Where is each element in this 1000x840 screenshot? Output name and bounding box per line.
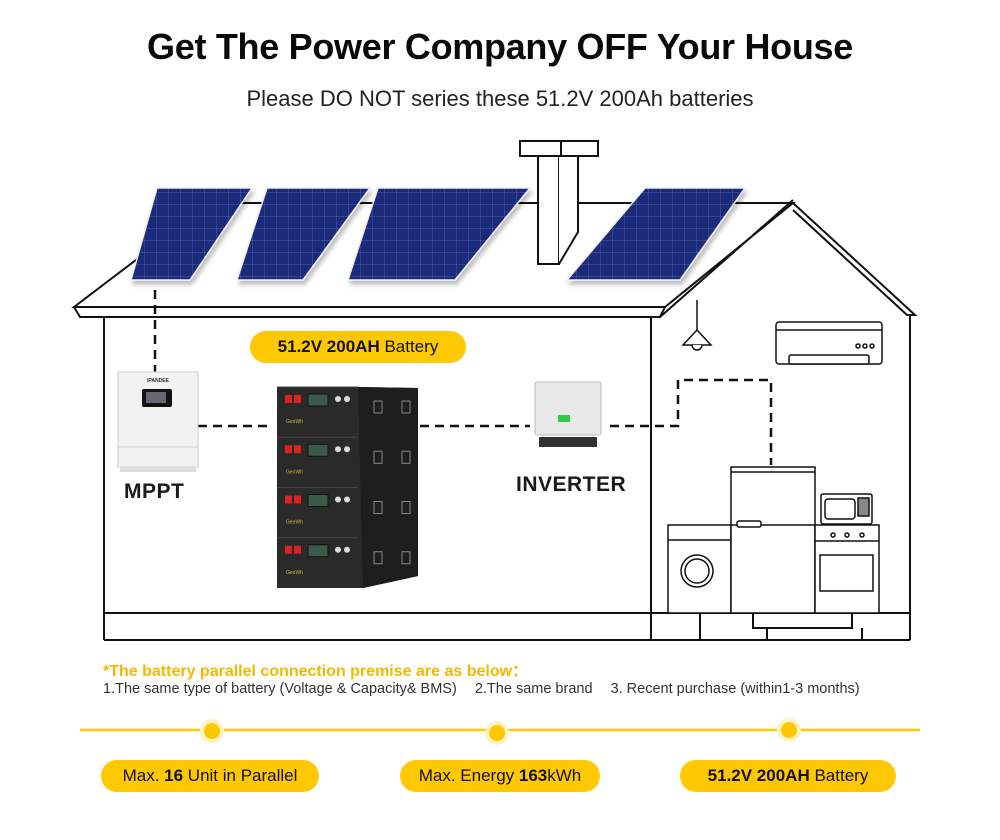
mppt-brand: IPANDEE	[147, 378, 170, 384]
feature-battery-spec: 51.2V 200AH Battery	[680, 760, 896, 792]
inverter-device	[534, 381, 602, 447]
chimney	[519, 140, 599, 265]
premise-item: 1.The same type of battery (Voltage & Ca…	[103, 681, 457, 697]
premise-item: 2.The same brand	[474, 681, 593, 697]
solar-panel	[130, 187, 254, 281]
battery-badge-text: Battery	[384, 337, 439, 356]
battery-badge: 51.2V 200AH Battery	[250, 331, 466, 363]
svg-text:GeoWh: GeoWh	[286, 520, 303, 526]
feature-prefix: Max. Energy	[418, 766, 519, 785]
svg-text:GeoWh: GeoWh	[286, 469, 303, 475]
feature-max-energy: Max. Energy 163kWh	[400, 760, 600, 792]
mppt-label: MPPT	[124, 480, 185, 503]
solar-panel	[346, 187, 532, 281]
battery-badge-bold: 51.2V 200AH	[277, 337, 380, 356]
solar-panel	[565, 187, 747, 281]
solar-panel	[235, 187, 372, 281]
air-conditioner-icon	[775, 321, 883, 365]
washing-machine-icon	[667, 524, 732, 614]
svg-text:GeoWh: GeoWh	[286, 419, 303, 425]
premise-list: 1.The same type of battery (Voltage & Ca…	[103, 681, 874, 697]
feature-value: 16	[164, 766, 184, 785]
svg-text:GeoWh: GeoWh	[286, 570, 303, 576]
inverter-label: INVERTER	[516, 473, 627, 496]
feature-max-units: Max. 16 Unit in Parallel	[101, 760, 319, 792]
premise-heading: *The battery parallel connection premise…	[103, 663, 529, 680]
refrigerator-icon	[730, 466, 816, 614]
microwave-icon	[820, 493, 873, 525]
feature-value: 51.2V 200AH	[707, 766, 810, 785]
feature-value: 163	[518, 766, 548, 785]
feature-timeline	[80, 718, 920, 745]
solar-panels	[130, 187, 747, 281]
ceiling-lamp-icon	[681, 300, 713, 351]
page-title: Get The Power Company OFF Your House	[147, 26, 853, 67]
feature-suffix: Unit in Parallel	[183, 766, 298, 785]
stove-oven-icon	[814, 524, 880, 614]
wiring	[153, 290, 773, 465]
house-walls	[103, 315, 911, 641]
battery-module: GeoWh	[277, 436, 411, 475]
feature-suffix: kWh	[547, 766, 582, 785]
mppt-device: IPANDEE	[117, 371, 199, 472]
page-subtitle: Please DO NOT series these 51.2V 200Ah b…	[246, 86, 754, 111]
battery-module: GeoWh	[277, 487, 411, 526]
battery-module: GeoWh	[277, 386, 411, 425]
premise-item: 3. Recent purchase (within1-3 months)	[610, 681, 860, 697]
battery-module: GeoWh	[277, 537, 411, 576]
feature-suffix: Battery	[809, 766, 869, 785]
feature-prefix: Max.	[122, 766, 165, 785]
